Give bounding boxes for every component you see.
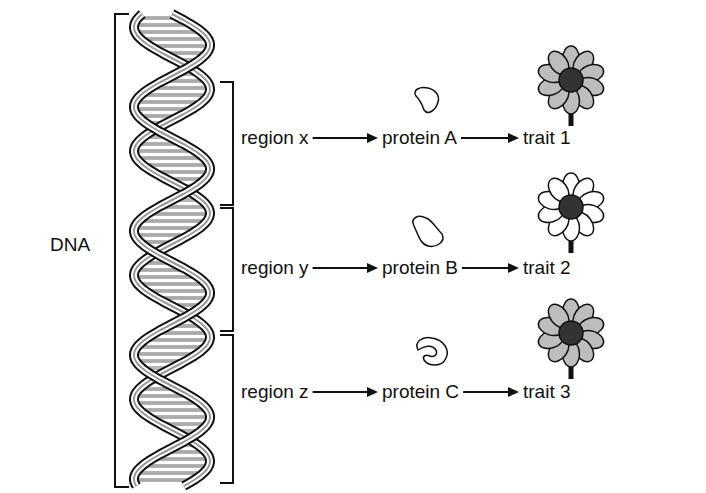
trait-label: trait 3 <box>520 379 574 405</box>
base-pair <box>136 157 204 158</box>
base-pair <box>135 101 202 104</box>
region-bracket <box>220 335 233 483</box>
protein-label: protein B <box>379 255 461 281</box>
arrow-connector <box>461 133 519 143</box>
node-text: trait 2 <box>523 257 571 279</box>
arrow-line <box>313 267 370 269</box>
flower <box>536 173 606 253</box>
protein-shape <box>417 338 447 365</box>
arrow-connector <box>313 133 378 143</box>
dna-helix <box>134 14 210 486</box>
protein-label: protein A <box>379 125 460 151</box>
arrowhead <box>508 133 519 143</box>
base-pair <box>142 465 209 468</box>
dna-strand <box>134 14 210 486</box>
base-pair <box>138 283 206 284</box>
dna-bracket <box>115 14 129 487</box>
arrow-line <box>462 267 511 269</box>
base-pair <box>135 31 202 34</box>
node-text: protein A <box>382 127 457 149</box>
base-pair <box>136 472 204 475</box>
node-text: region z <box>241 381 309 403</box>
node-text: region x <box>241 127 309 149</box>
arrow-line <box>463 391 511 393</box>
base-pair <box>141 94 209 95</box>
arrow-line <box>313 137 370 139</box>
node-text: protein B <box>382 257 458 279</box>
base-pair <box>135 101 202 102</box>
region-label: region x <box>238 125 312 151</box>
base-pair <box>144 339 209 340</box>
arrowhead <box>508 263 519 273</box>
region-bracket <box>220 208 233 331</box>
base-pair <box>137 346 205 347</box>
arrow-line <box>461 137 511 139</box>
dna-label: DNA <box>50 234 90 256</box>
node-text: region y <box>241 257 309 279</box>
dna-strand <box>134 14 210 486</box>
region-label: region y <box>238 255 312 281</box>
base-pair <box>136 472 204 473</box>
base-pair <box>141 94 209 97</box>
trait-label: trait 2 <box>520 255 574 281</box>
base-pair <box>140 409 208 412</box>
base-pair <box>138 283 206 286</box>
base-pair <box>139 220 207 223</box>
base-pair <box>143 164 209 165</box>
region-bracket <box>220 82 233 205</box>
flowers <box>536 46 606 379</box>
base-pair <box>142 465 209 466</box>
node-text: trait 1 <box>523 127 571 149</box>
protein-shape <box>415 87 439 112</box>
base-pair <box>141 38 209 41</box>
region-label: region z <box>238 379 312 405</box>
arrowhead <box>367 263 378 273</box>
flower-center <box>559 68 583 92</box>
dna-strand <box>134 14 210 486</box>
protein-label: protein C <box>379 379 462 405</box>
arrow-connector <box>462 263 519 273</box>
base-pair <box>139 220 207 221</box>
arrowhead <box>508 387 519 397</box>
arrowhead <box>367 133 378 143</box>
flower-center <box>559 321 583 345</box>
flower-center <box>559 195 583 219</box>
base-pair <box>136 157 204 160</box>
arrow-line <box>313 391 370 393</box>
dna-strand <box>134 14 210 486</box>
flower <box>536 46 606 126</box>
node-text: protein C <box>382 381 459 403</box>
dna-strand <box>134 14 210 486</box>
arrow-connector <box>313 263 378 273</box>
arrowhead <box>367 387 378 397</box>
arrow-connector <box>313 387 378 397</box>
dna-strand <box>134 14 210 486</box>
base-pair <box>135 402 201 403</box>
trait-label: trait 1 <box>520 125 574 151</box>
base-pair <box>141 38 209 39</box>
base-pair <box>134 227 199 228</box>
protein-shape <box>413 216 443 246</box>
flower <box>536 299 606 379</box>
base-pair <box>135 31 202 32</box>
base-pair <box>140 409 208 410</box>
arrow-connector <box>463 387 519 397</box>
node-text: trait 3 <box>523 381 571 403</box>
base-pair <box>137 346 205 349</box>
